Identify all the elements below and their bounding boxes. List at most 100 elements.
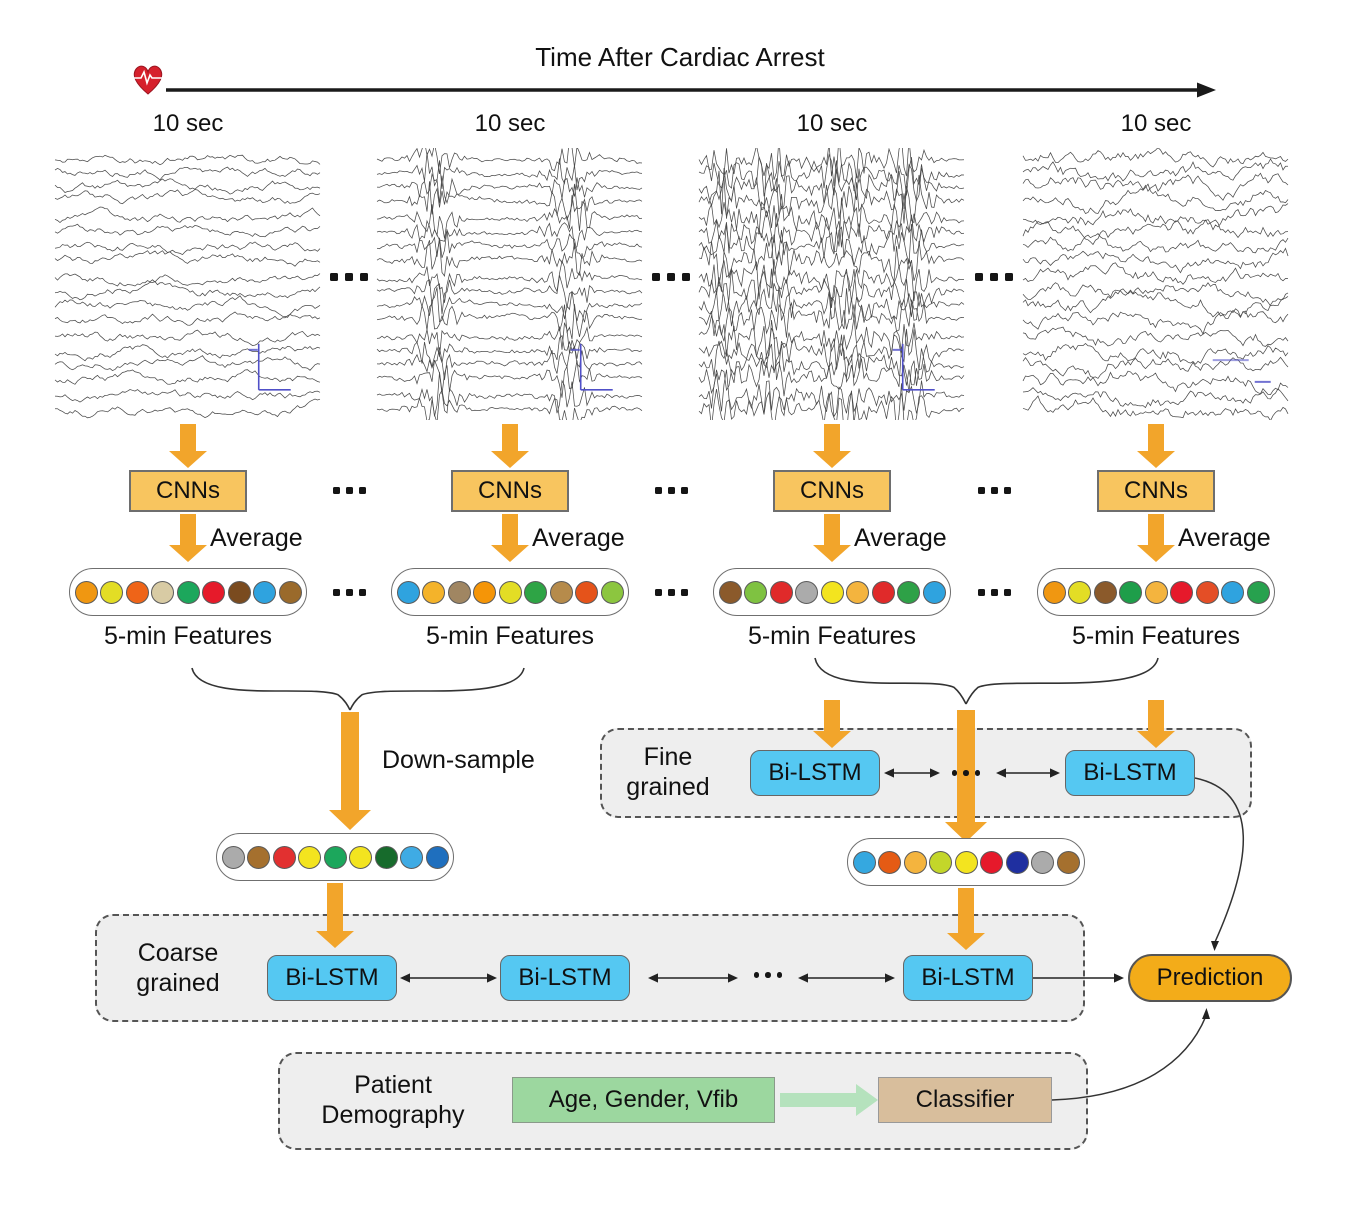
eeg-to-cnn-arrow-icon	[169, 424, 207, 468]
feature-dot	[903, 850, 927, 874]
patient-label-line2: Demography	[321, 1101, 465, 1129]
timeline-title: Time After Cardiac Arrest	[535, 42, 825, 72]
ellipsis-dot	[975, 273, 983, 281]
feature-dot	[272, 845, 296, 869]
five-min-feature-vector	[391, 568, 629, 616]
arrowhead-icon	[1202, 1008, 1210, 1019]
feature-dot	[323, 845, 347, 869]
feature-dot	[221, 845, 245, 869]
feature-dot	[795, 580, 818, 604]
cnn-to-features-arrow-icon	[1137, 514, 1175, 562]
eeg-to-cnn-arrow-icon	[491, 424, 529, 468]
ellipsis-dot	[765, 972, 771, 978]
feature-dot	[769, 580, 793, 604]
feature-dot	[1031, 850, 1054, 874]
cnn-label: CNNs	[1124, 477, 1188, 504]
feature-dot	[820, 580, 844, 604]
feature-dot	[846, 580, 869, 604]
feature-dot	[1144, 580, 1168, 604]
feature-dot	[447, 580, 471, 604]
coarse-grained-label: Coarse grained	[118, 938, 238, 998]
classifier-label: Classifier	[915, 1086, 1015, 1113]
ellipsis-dot	[977, 486, 985, 494]
feature-dot	[524, 580, 547, 604]
ellipsis-dot	[345, 486, 353, 494]
ellipsis-dots	[654, 486, 688, 494]
ellipsis-dot	[652, 273, 660, 281]
five-min-feature-vector	[713, 568, 951, 616]
five-min-features-label: 5-min Features	[747, 622, 917, 650]
average-label: Average	[1178, 524, 1271, 552]
cnn-block: CNNs	[129, 470, 247, 512]
cnn-block: CNNs	[773, 470, 891, 512]
feature-dot	[247, 845, 270, 869]
fine-grained-label: Fine grained	[613, 742, 723, 802]
bilstm-block: Bi-LSTM	[903, 955, 1033, 1001]
cnn-block: CNNs	[1097, 470, 1215, 512]
cnn-label: CNNs	[800, 477, 864, 504]
fine-merged-feature-vector	[847, 838, 1085, 886]
ellipsis-dots	[332, 486, 366, 494]
patient-inputs-block: Age, Gender, Vfib	[512, 1077, 775, 1123]
feature-dot	[980, 850, 1003, 874]
timeline-arrowhead-icon	[1197, 82, 1216, 98]
bilstm-label: Bi-LSTM	[768, 759, 862, 786]
five-min-features-label: 5-min Features	[1071, 622, 1241, 650]
fine-grained-label-line1: Fine	[643, 743, 693, 771]
feature-dot	[871, 580, 895, 604]
feature-dot	[396, 580, 420, 604]
feature-dot	[1119, 580, 1142, 604]
ellipsis-dot	[682, 273, 690, 281]
ellipsis-dot	[1005, 273, 1013, 281]
feature-dot	[100, 580, 123, 604]
ellipsis-dot	[345, 588, 353, 596]
coarse-grained-label-line2: grained	[136, 969, 220, 997]
classifier-block: Classifier	[878, 1077, 1052, 1123]
bilstm-block: Bi-LSTM	[1065, 750, 1195, 796]
cnn-to-features-arrow-icon	[169, 514, 207, 562]
prediction-block: Prediction	[1128, 954, 1292, 1002]
ellipsis-dot	[667, 273, 675, 281]
bilstm-label: Bi-LSTM	[285, 964, 379, 991]
eeg-traces	[698, 136, 965, 434]
feature-dot	[1246, 580, 1270, 604]
eeg-segment	[696, 136, 968, 434]
feature-dot	[954, 850, 978, 874]
ellipsis-dots	[951, 770, 981, 776]
five-min-feature-vector	[1037, 568, 1275, 616]
five-min-features-label: 5-min Features	[103, 622, 273, 650]
cnn-label: CNNs	[156, 477, 220, 504]
feature-dot	[151, 580, 174, 604]
ellipsis-dots	[753, 972, 783, 978]
ellipsis-dot	[990, 273, 998, 281]
ellipsis-dots	[654, 588, 688, 596]
average-label: Average	[854, 524, 947, 552]
merge-brace-icon	[814, 657, 1159, 705]
feature-dot	[1042, 580, 1066, 604]
cnn-to-features-arrow-icon	[813, 514, 851, 562]
time-segment-label: 10 sec	[1120, 110, 1192, 137]
feature-dot	[878, 850, 901, 874]
ellipsis-dot	[990, 486, 998, 494]
eeg-traces	[54, 154, 321, 419]
ellipsis-dot	[360, 273, 368, 281]
feature-dot	[422, 580, 445, 604]
eeg-traces	[1022, 147, 1289, 422]
average-label: Average	[532, 524, 625, 552]
ellipsis-dot	[680, 486, 688, 494]
ellipsis-dots	[652, 273, 690, 281]
feature-dot	[744, 580, 767, 604]
feature-dot	[1005, 850, 1029, 874]
time-segment-label: 10 sec	[796, 110, 868, 137]
ellipsis-dot	[977, 588, 985, 596]
feature-dot	[473, 580, 496, 604]
time-segment-label: 10 sec	[474, 110, 546, 137]
eeg-to-cnn-arrow-icon	[1137, 424, 1175, 468]
prediction-label: Prediction	[1156, 964, 1264, 991]
feature-dot	[1195, 580, 1219, 604]
ellipsis-dots	[330, 273, 368, 281]
feature-dot	[897, 580, 920, 604]
merge-brace-icon	[191, 667, 525, 711]
eeg-segment	[374, 138, 646, 434]
